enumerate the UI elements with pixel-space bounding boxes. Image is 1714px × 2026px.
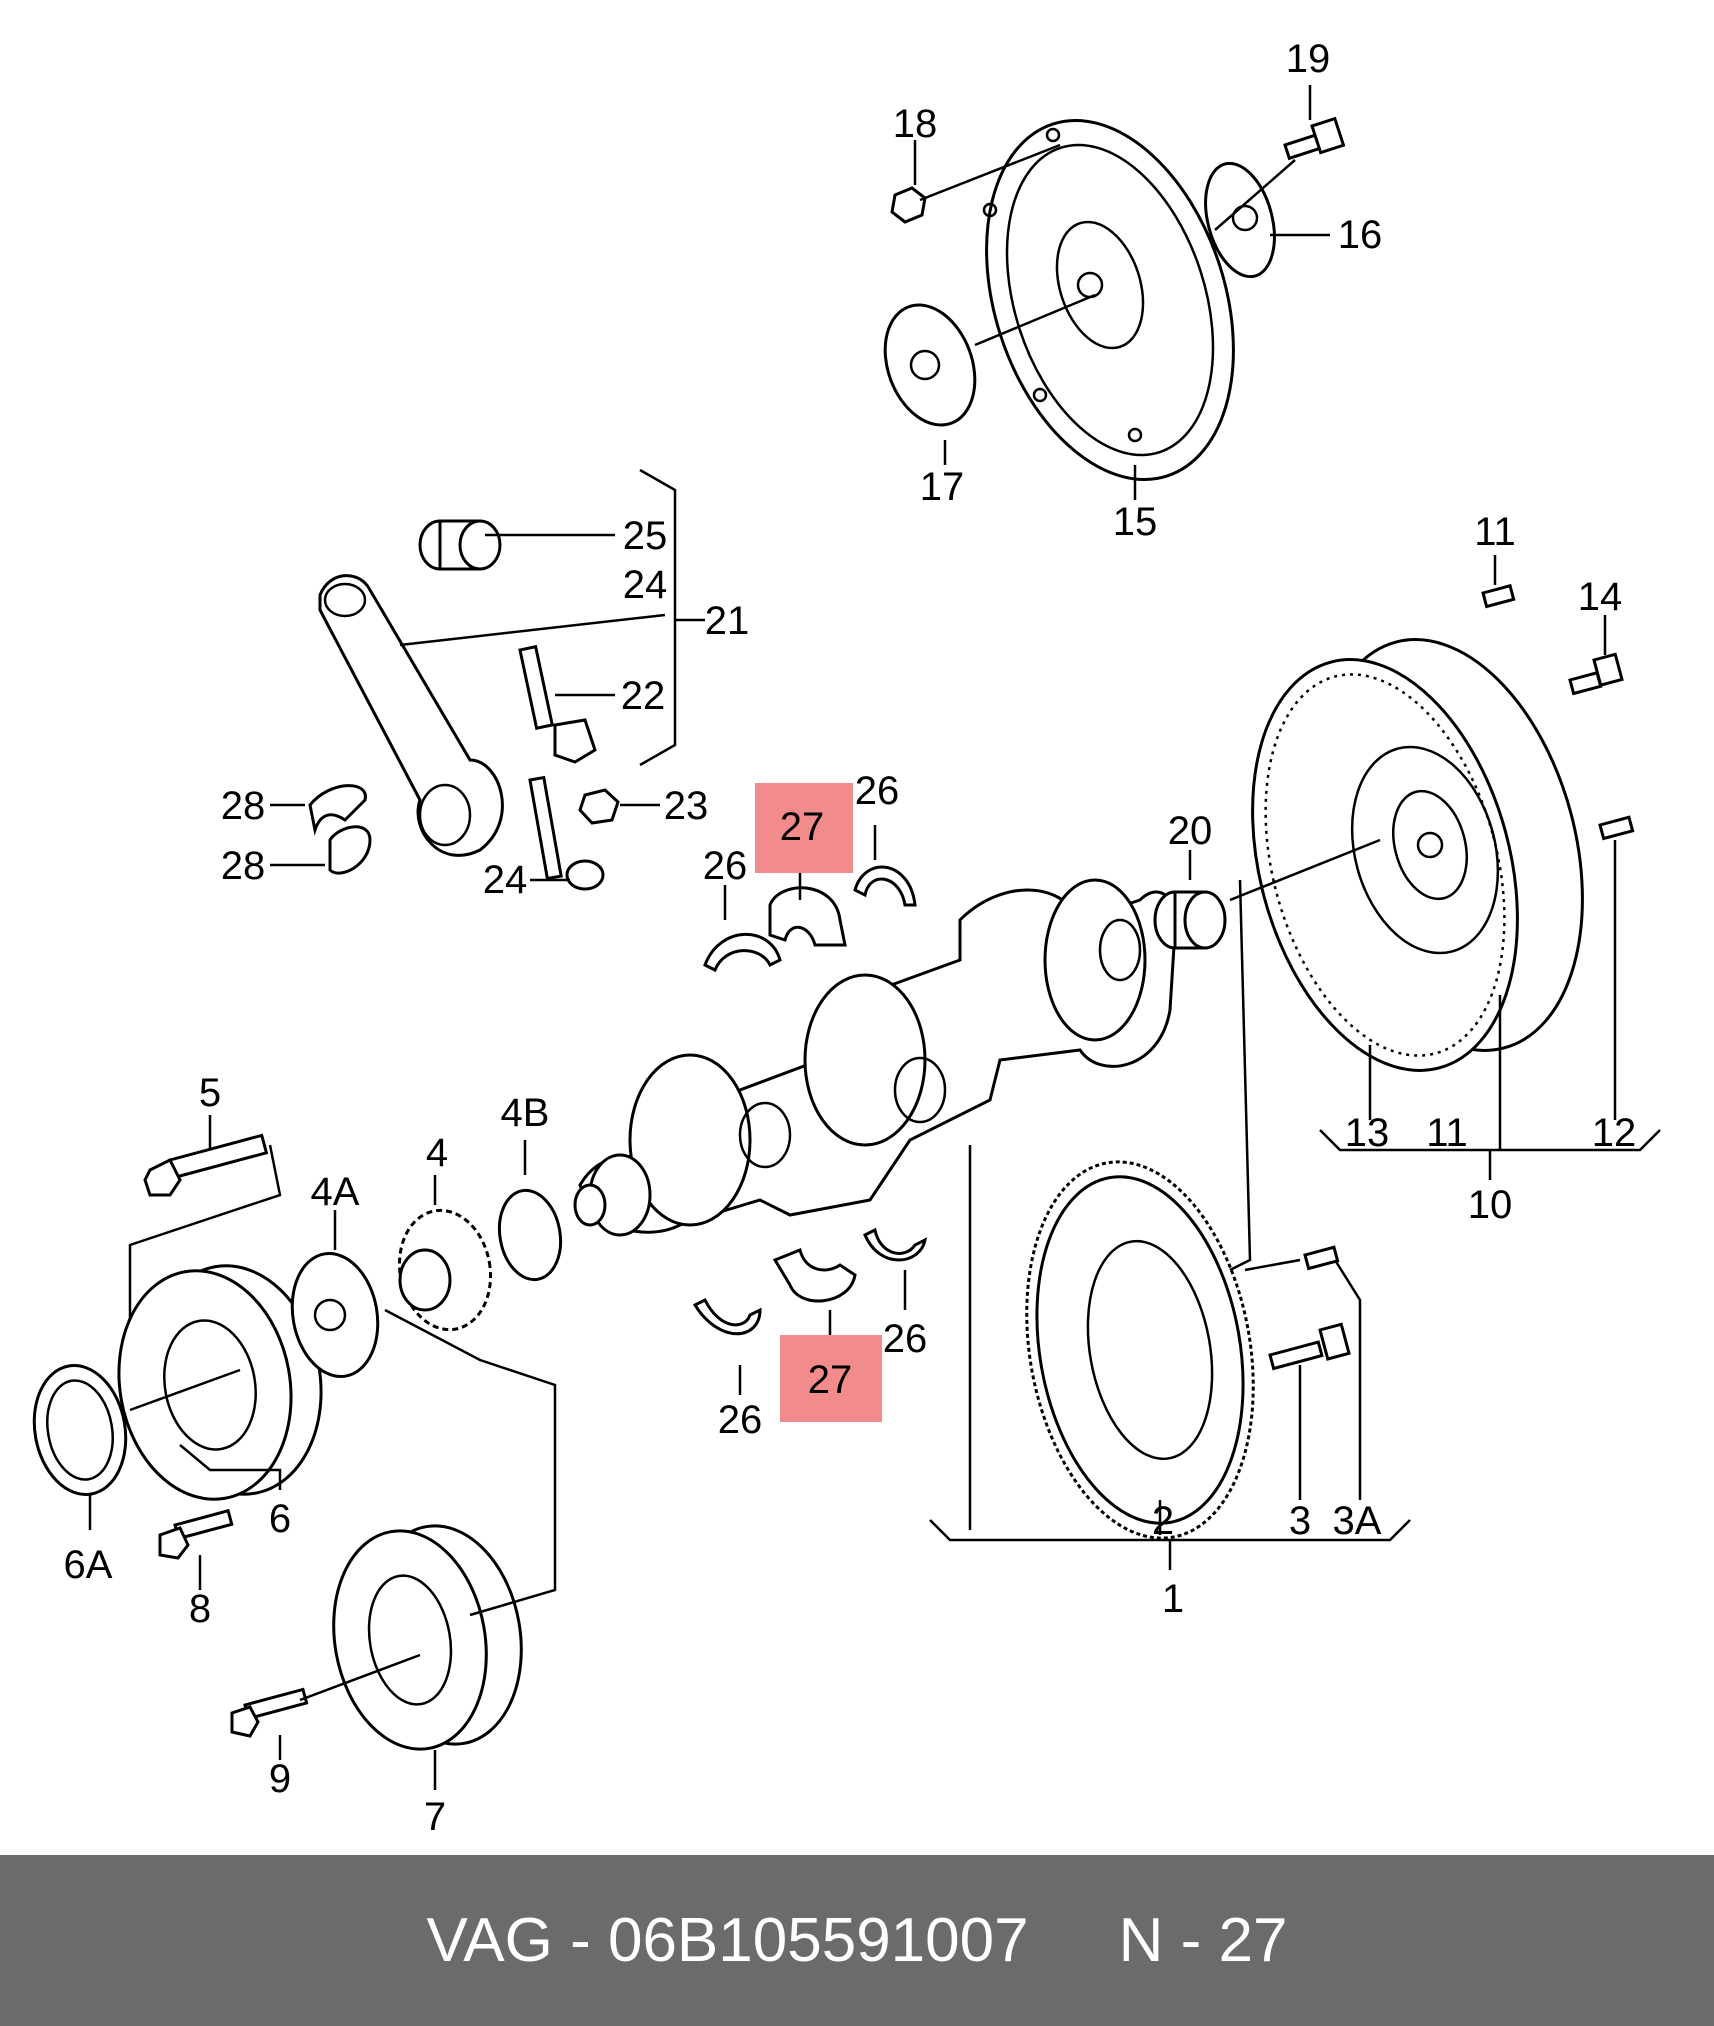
callout-10: 10: [1468, 1183, 1513, 1227]
callout-21: 21: [705, 599, 750, 643]
piston-pin-bushing-25: [418, 519, 502, 571]
callout-24-upper: 24: [623, 563, 668, 607]
highlight-box-27-lower: [780, 1335, 882, 1422]
callout-14: 14: [1578, 575, 1623, 619]
dual-mass-flywheel-10: [1251, 638, 1584, 1072]
part-number-text: VAG - 06B105591007: [426, 1906, 1029, 1975]
thrust-washer-26-a: [703, 932, 782, 973]
callout-17: 17: [920, 465, 965, 509]
callout-15: 15: [1113, 500, 1158, 544]
pulley-6: [117, 1264, 323, 1501]
drive-plate-15: [982, 119, 1235, 481]
callout-28-lower: 28: [221, 844, 266, 888]
part-number-footer: VAG - 06B105591007 N - 27: [0, 1855, 1714, 2026]
callout-9: 9: [269, 1757, 291, 1801]
washer-4b: [497, 1188, 563, 1282]
callout-11-top: 11: [1474, 510, 1516, 554]
dowel-pin-12: [1598, 815, 1635, 841]
needle-bearing-20: [1153, 890, 1227, 950]
callout-6: 6: [269, 1497, 291, 1541]
callout-8: 8: [189, 1587, 211, 1631]
callout-27-upper: 27: [780, 805, 825, 849]
sprocket-4: [397, 1208, 493, 1332]
callout-24-lower: 24: [483, 858, 528, 902]
callout-28-upper: 28: [221, 784, 266, 828]
callout-26-lower-right: 26: [883, 1317, 928, 1361]
callout-20: 20: [1168, 809, 1213, 853]
callout-16: 16: [1338, 213, 1383, 257]
callout-4: 4: [426, 1131, 448, 1175]
callout-6a: 6A: [64, 1543, 113, 1587]
bolt-19: [1283, 116, 1346, 161]
bolt-8: [158, 1508, 234, 1560]
bearing-shell-28-upper: [308, 784, 367, 836]
callout-12: 12: [1592, 1111, 1637, 1155]
callout-1: 1: [1162, 1577, 1184, 1621]
main-bearing-27-upper: [768, 886, 847, 947]
callout-3a: 3A: [1333, 1499, 1382, 1543]
ring-gear-2: [1025, 1160, 1255, 1540]
washer-17: [883, 303, 977, 427]
bearing-shell-28-lower: [328, 825, 372, 875]
main-bearing-27-lower: [772, 1247, 857, 1303]
callout-27-lower: 27: [808, 1358, 853, 1402]
bolt-9: [230, 1687, 309, 1738]
connecting-rod-24: [318, 574, 504, 857]
callout-4a: 4A: [311, 1170, 360, 1214]
pulley-7: [332, 1524, 523, 1751]
exploded-parts-diagram: 19 18 16 17 15 25 24 21 22 28 23 28 24 2…: [32, 37, 1661, 1839]
bolt-14: [1568, 652, 1624, 696]
callout-19: 19: [1286, 37, 1331, 81]
callout-26-top-left: 26: [703, 844, 748, 888]
callout-13: 13: [1345, 1111, 1390, 1155]
callout-5: 5: [199, 1071, 221, 1115]
bolt-3: [1268, 1322, 1351, 1371]
bolt-5: [143, 1133, 269, 1197]
thrust-washer-26-d: [863, 1227, 928, 1262]
bolt-24: [528, 775, 605, 891]
callout-25: 25: [623, 514, 668, 558]
nut-23: [578, 788, 620, 825]
callout-7: 7: [424, 1795, 446, 1839]
crankshaft: [578, 878, 1178, 1234]
bolt-22: [518, 644, 597, 764]
thrust-washer-26-b: [853, 865, 917, 907]
pin-3a: [1303, 1245, 1340, 1271]
callout-4b: 4B: [501, 1091, 550, 1135]
callout-2: 2: [1152, 1499, 1174, 1543]
hub-4a: [290, 1252, 380, 1378]
dowel-pin-11: [1481, 583, 1516, 609]
callout-3: 3: [1289, 1499, 1311, 1543]
callout-26-lower-left: 26: [718, 1398, 763, 1442]
callout-18: 18: [893, 102, 938, 146]
callout-22: 22: [621, 674, 666, 718]
seal-6a: [32, 1364, 128, 1496]
callout-11-bottom: 11: [1426, 1111, 1468, 1155]
callout-23: 23: [664, 784, 709, 828]
callout-26-top-right: 26: [855, 769, 900, 813]
highlight-box-27-upper: [755, 783, 853, 873]
nut-18: [890, 186, 927, 224]
position-number-text: N - 27: [1118, 1906, 1288, 1975]
thrust-washer-26-c: [692, 1297, 762, 1336]
